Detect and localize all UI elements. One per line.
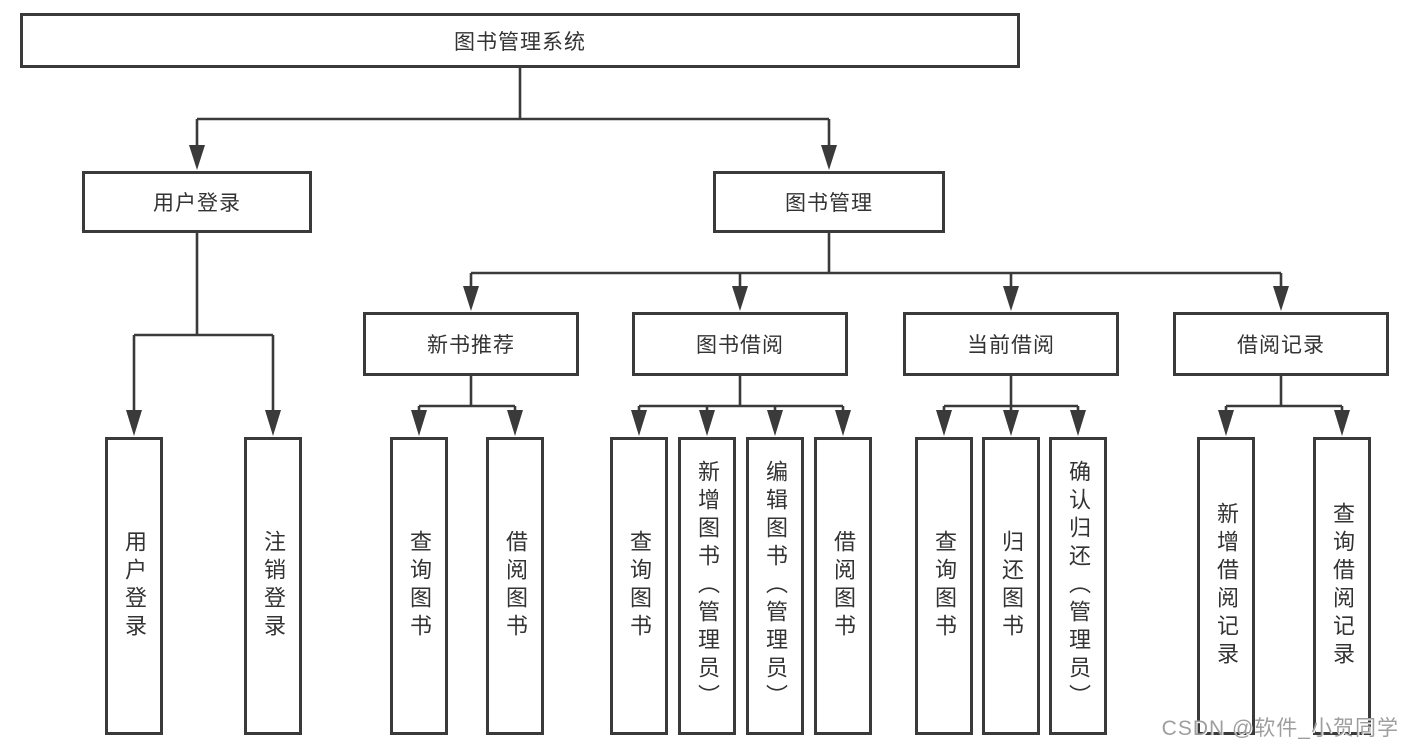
- node-root: 图书管理系统: [20, 13, 1020, 68]
- node-new-book-recommend: 新书推荐: [363, 312, 579, 376]
- node-user-login: 用户登录: [82, 171, 312, 233]
- node-current-borrow: 当前借阅: [903, 312, 1119, 376]
- leaf-recommend-borrow-books-label: 借阅图书: [503, 530, 528, 642]
- leaf-query-borrow-record-label: 查询借阅记录: [1330, 502, 1355, 670]
- leaf-logout: 注销登录: [244, 437, 302, 735]
- leaf-edit-books-admin-label: 编辑图书（管理员）: [763, 460, 788, 712]
- leaf-return-books-label: 归还图书: [999, 530, 1024, 642]
- node-user-login-label: 用户登录: [153, 192, 241, 215]
- leaf-edit-books-admin: 编辑图书（管理员）: [746, 437, 804, 735]
- node-book-management: 图书管理: [713, 171, 945, 233]
- leaf-user-login: 用户登录: [105, 437, 163, 735]
- leaf-borrow-query-books-label: 查询图书: [627, 530, 652, 642]
- leaf-add-borrow-record-label: 新增借阅记录: [1214, 502, 1239, 670]
- leaf-return-books: 归还图书: [982, 437, 1040, 735]
- leaf-recommend-query-books-label: 查询图书: [407, 530, 432, 642]
- node-book-borrow-label: 图书借阅: [696, 334, 784, 357]
- leaf-add-books-admin-label: 新增图书（管理员）: [695, 460, 720, 712]
- leaf-borrow-query-books: 查询图书: [610, 437, 668, 735]
- leaf-confirm-return-admin: 确认归还（管理员）: [1049, 437, 1107, 735]
- leaf-user-login-label: 用户登录: [122, 530, 147, 642]
- leaf-query-borrow-record: 查询借阅记录: [1313, 437, 1371, 735]
- leaf-current-query-books: 查询图书: [915, 437, 973, 735]
- leaf-add-books-admin: 新增图书（管理员）: [678, 437, 736, 735]
- leaf-logout-label: 注销登录: [261, 530, 286, 642]
- node-root-label: 图书管理系统: [454, 30, 586, 54]
- node-new-book-recommend-label: 新书推荐: [427, 334, 515, 357]
- leaf-confirm-return-admin-label: 确认归还（管理员）: [1066, 460, 1091, 712]
- leaf-add-borrow-record: 新增借阅记录: [1197, 437, 1255, 735]
- leaf-borrow-books-label: 借阅图书: [831, 530, 856, 642]
- leaf-recommend-borrow-books: 借阅图书: [486, 437, 544, 735]
- leaf-current-query-books-label: 查询图书: [932, 530, 957, 642]
- node-book-borrow: 图书借阅: [632, 312, 848, 376]
- node-borrow-records-label: 借阅记录: [1237, 334, 1325, 357]
- leaf-recommend-query-books: 查询图书: [390, 437, 448, 735]
- node-borrow-records: 借阅记录: [1173, 312, 1389, 376]
- node-current-borrow-label: 当前借阅: [967, 334, 1055, 357]
- leaf-borrow-books: 借阅图书: [814, 437, 872, 735]
- node-book-management-label: 图书管理: [785, 192, 873, 215]
- csdn-watermark: CSDN @软件_小贺同学: [1161, 717, 1399, 740]
